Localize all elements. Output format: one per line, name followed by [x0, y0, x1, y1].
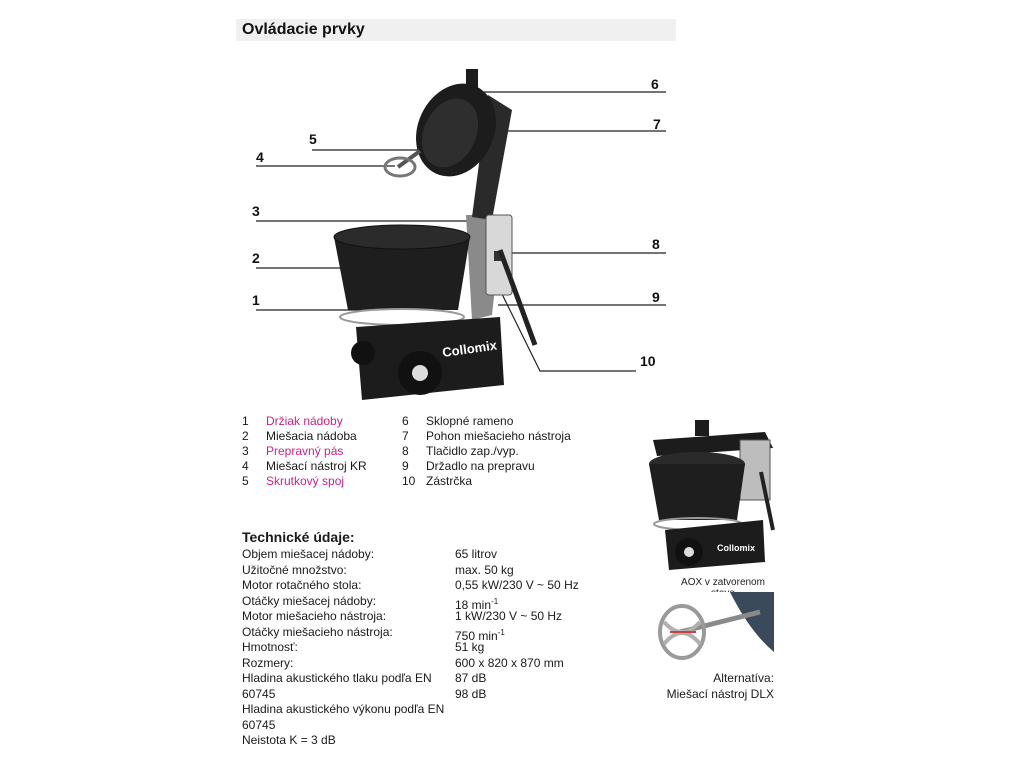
callout-3: 3 [252, 203, 260, 219]
closed-brand-logo: Collomix [717, 543, 755, 553]
alt-title: Alternatíva: [713, 671, 774, 685]
spec-label: Otáčky miešacieho nástroja: [242, 625, 393, 639]
dlx-tool-image [650, 592, 774, 670]
spec-label: Objem miešacej nádoby: [242, 547, 375, 561]
spec-label: 60745 [242, 687, 276, 701]
callout-6: 6 [651, 76, 659, 92]
callout-7: 7 [653, 116, 661, 132]
callout-10: 10 [640, 353, 656, 369]
spec-label: Motor miešacieho nástroja: [242, 609, 387, 623]
callout-1: 1 [252, 292, 260, 308]
machine-illustration: Collomix [256, 69, 666, 400]
spec-value: 87 dB [455, 671, 487, 685]
arm-handle [466, 69, 478, 91]
callout-5: 5 [309, 131, 317, 147]
spec-label: 60745 [242, 718, 276, 732]
spec-value: 98 dB [455, 687, 487, 701]
spec-label: Rozmery: [242, 656, 294, 670]
callout-8: 8 [652, 236, 660, 252]
spec-label: Motor rotačného stola: [242, 578, 362, 592]
spec-value: 0,55 kW/230 V ~ 50 Hz [455, 578, 579, 592]
switch [494, 251, 502, 261]
mixing-paddle [383, 156, 417, 178]
spec-value: 65 litrov [455, 547, 498, 561]
callout-4: 4 [256, 149, 264, 165]
spec-label: Hmotnosť: [242, 640, 298, 654]
callout-line-10 [499, 289, 636, 372]
mixing-tub [334, 237, 470, 310]
spec-label: Neistota K = 3 dB [242, 733, 336, 747]
page-title: Ovládacie prvky [242, 21, 365, 38]
spec-label: Otáčky miešacej nádoby: [242, 594, 377, 608]
spec-label: Hladina akustického výkonu podľa EN [242, 702, 445, 716]
spec-value: 51 kg [455, 640, 485, 654]
header-bar [236, 19, 676, 41]
wheel-back [351, 341, 375, 365]
transport-handle [497, 249, 538, 346]
spec-value: max. 50 kg [455, 563, 514, 577]
callout-9: 9 [652, 289, 660, 305]
spec-value: 750 min-1 [455, 628, 505, 643]
alt-tool-name: Miešací nástroj DLX [666, 687, 774, 701]
tech-title: Technické údaje: [242, 529, 355, 545]
spec-value: 1 kW/230 V ~ 50 Hz [455, 609, 563, 623]
spec-label: Užitočné množstvo: [242, 563, 347, 577]
callout-2: 2 [252, 250, 260, 266]
spec-value: 600 x 820 x 870 mm [455, 656, 564, 670]
closed-machine-image: Collomix [649, 420, 775, 570]
spec-label: Hladina akustického tlaku podľa EN [242, 671, 432, 685]
tilting-arm [472, 95, 512, 220]
spec-value: 18 min-1 [455, 597, 499, 612]
